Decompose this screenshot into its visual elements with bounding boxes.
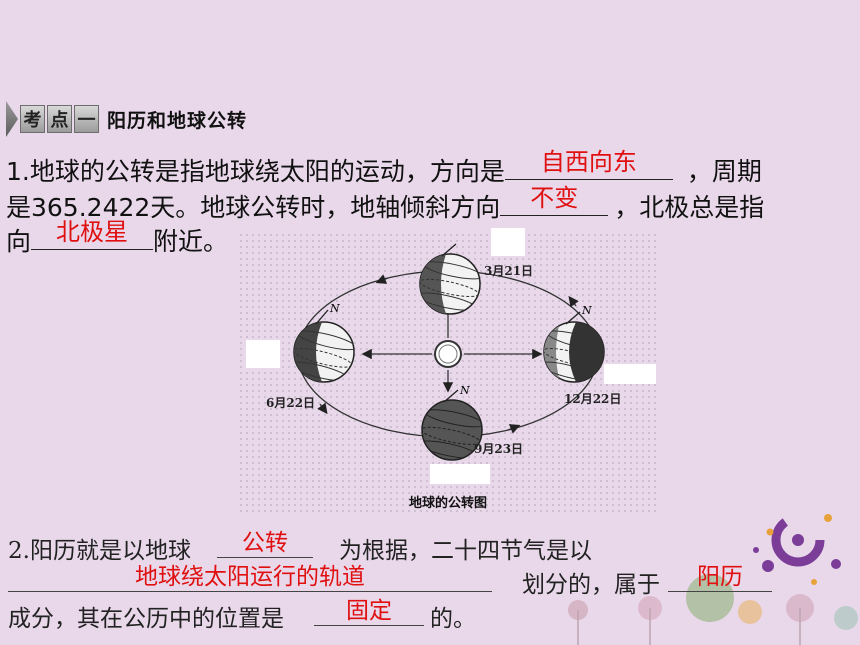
answer-text: 固定	[346, 598, 392, 624]
date-label-left: 6月22日	[266, 396, 316, 410]
header-char: 一	[74, 105, 99, 133]
blank-label-box	[604, 364, 656, 384]
answer-blank: 固定	[314, 598, 424, 626]
decoration	[568, 513, 858, 645]
answer-blank: 不变	[500, 184, 609, 216]
answer-text: 北极星	[56, 218, 129, 246]
paragraph2-line2: 地球绕太阳运行的轨道 划分的，属于 阳历	[8, 564, 772, 602]
section-header: 考 点 一 阳历和地球公转	[6, 101, 247, 137]
orbit-arrow-icon	[507, 424, 521, 434]
paragraph2-line1: 2.阳历就是以地球 公转 为根据，二十四节气是以	[8, 530, 592, 568]
paragraph1-line3: 向北极星附近。	[6, 218, 229, 260]
text: 成分，其在公历中的位置是	[8, 606, 284, 632]
earth-revolution-diagram: N N	[238, 226, 658, 516]
section-title: 阳历和地球公转	[107, 109, 248, 132]
earth-right-icon: N	[543, 304, 605, 383]
text: 1.地球的公转是指地球绕太阳的运动，方向是	[6, 157, 505, 186]
svg-text:N: N	[459, 384, 470, 397]
earth-left-icon: N	[293, 302, 355, 383]
blank-label-box	[430, 464, 490, 484]
earth-top-icon	[419, 243, 481, 315]
header-tag-box: 考 点 一	[20, 104, 101, 134]
paragraph2-line3: 成分，其在公历中的位置是 固定 的。	[8, 598, 476, 636]
svg-text:N: N	[329, 302, 340, 315]
orbit-arrow-icon	[568, 295, 579, 308]
answer-blank: 自西向东	[504, 148, 673, 180]
answer-text: 不变	[530, 184, 579, 212]
blank-label-box	[491, 228, 525, 256]
answer-blank: 阳历	[668, 564, 772, 592]
date-label-top: 3月21日	[484, 264, 534, 278]
blank-label-box	[246, 340, 280, 368]
answer-blank: 北极星	[31, 218, 154, 250]
text: ，北极总是指	[614, 193, 765, 222]
paragraph1-line1: 1.地球的公转是指地球绕太阳的运动，方向是 自西向东 ，周期	[6, 148, 762, 190]
orbit-svg: N N	[293, 243, 605, 461]
answer-text: 公转	[241, 530, 288, 556]
orbit-arrow-icon	[375, 274, 389, 284]
text: ，周期	[686, 157, 762, 186]
text: 是365.2422天。地球公转时，地轴倾斜方向	[6, 193, 501, 222]
answer-blank: 地球绕太阳运行的轨道	[8, 564, 492, 592]
answer-text: 地球绕太阳运行的轨道	[135, 564, 365, 590]
text: 划分的，属于	[522, 572, 660, 598]
text: 为根据，二十四节气是以	[338, 538, 592, 564]
answer-blank: 公转	[216, 530, 313, 558]
header-char: 考	[20, 105, 45, 133]
header-arrow-icon	[6, 101, 18, 137]
text: 附近。	[153, 227, 229, 256]
svg-text:N: N	[581, 304, 592, 317]
date-label-bottom: 9月23日	[474, 442, 524, 456]
earth-bottom-icon: N	[421, 384, 483, 461]
answer-text: 自西向东	[540, 148, 637, 176]
text: 2.阳历就是以地球	[8, 538, 191, 564]
purple-swirl-icon	[753, 513, 841, 585]
header-char: 点	[47, 105, 72, 133]
orbit-arrow-icon	[317, 402, 328, 415]
diagram-title: 地球的公转图	[408, 496, 487, 511]
text: 向	[6, 227, 32, 256]
paragraph1-line2: 是365.2422天。地球公转时，地轴倾斜方向 不变 ，北极总是指	[6, 184, 765, 226]
text: 的。	[430, 606, 476, 632]
date-label-right: 12月22日	[564, 392, 622, 406]
answer-text: 阳历	[697, 564, 743, 590]
